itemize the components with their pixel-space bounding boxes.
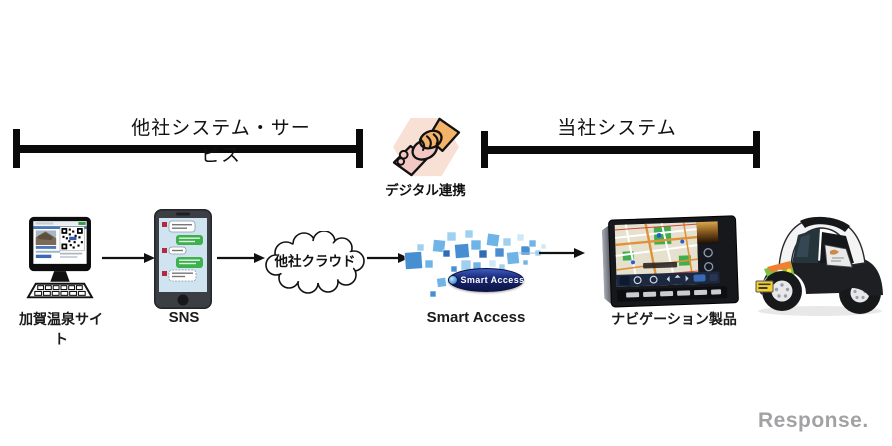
bracket-cap — [753, 131, 760, 168]
node-label-smart-access: Smart Access — [426, 309, 526, 326]
node-label-kaga-onsen-site: 加賀温泉サイト — [19, 311, 103, 347]
car-navigation-icon — [601, 215, 739, 308]
node-label-navigation-product: ナビゲーション製品 — [611, 311, 737, 327]
flow-arrow — [367, 253, 409, 263]
smart-access-logo — [404, 229, 551, 298]
cloud-shape — [265, 231, 365, 294]
bracket-bar — [16, 145, 361, 153]
smartphone-chat-icon — [154, 209, 212, 309]
node-label-other-cloud: 他社クラウド — [274, 254, 356, 269]
qr-code — [59, 226, 85, 252]
license-plate — [755, 280, 774, 293]
desktop-qr-icon — [26, 216, 94, 299]
bracket-cap — [356, 129, 363, 168]
response-watermark: Response. — [758, 409, 869, 432]
right-band-label: 当社システム — [557, 118, 677, 139]
ev-car-image — [755, 216, 883, 316]
left-band-label: 他社システム・サービス — [131, 118, 311, 166]
smart-access-oval-badge: Smart Access — [447, 268, 525, 292]
smart-access-oval-text: Smart Access — [460, 275, 525, 285]
flow-arrow — [539, 248, 585, 258]
globe-icon — [447, 275, 458, 285]
handshake-icon — [392, 117, 461, 177]
handshake-label: デジタル連携 — [385, 183, 466, 198]
flow-arrow — [102, 253, 155, 263]
node-label-sns: SNS — [168, 309, 200, 326]
flow-arrow — [217, 253, 265, 263]
bracket-bar — [484, 146, 756, 154]
